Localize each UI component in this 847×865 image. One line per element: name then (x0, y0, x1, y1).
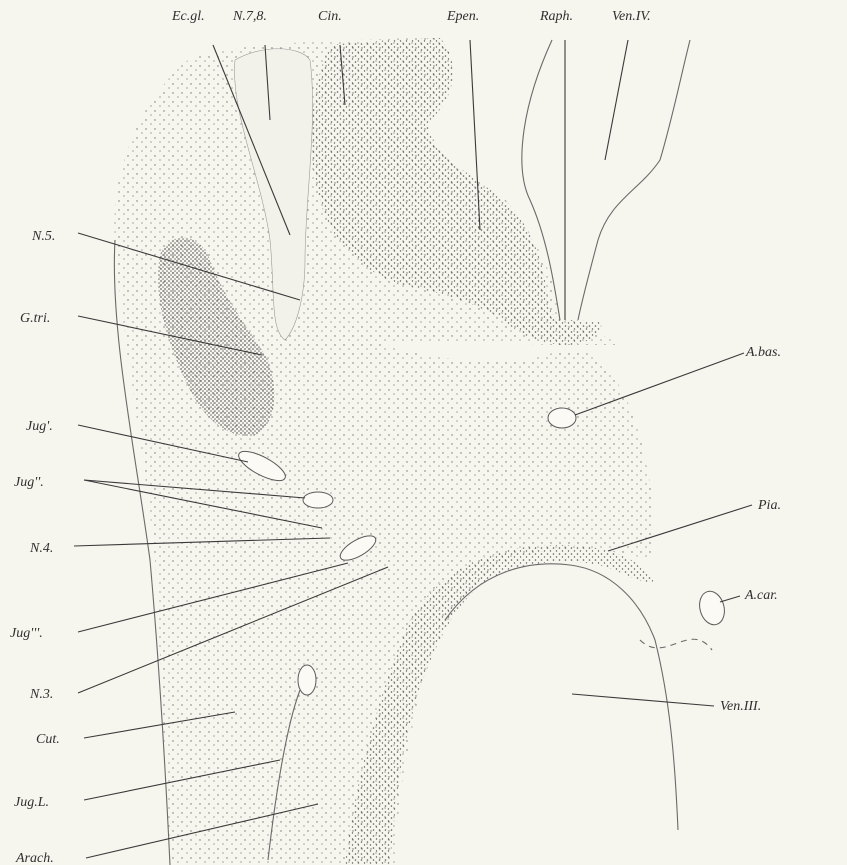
label-n-7-8: N.7,8. (232, 9, 267, 24)
label-cin: Cin. (318, 9, 342, 24)
label-ven-iv: Ven.IV. (612, 9, 651, 24)
label-a-bas: A.bas. (745, 345, 781, 360)
label-jug-1: Jug'. (26, 419, 53, 434)
label-pia: Pia. (757, 498, 781, 513)
label-ven-iii: Ven.III. (720, 699, 761, 714)
carotid-artery (696, 588, 728, 627)
label-arach: Arach. (15, 851, 54, 865)
label-n-5: N.5. (31, 229, 55, 244)
jugular-vein-2 (303, 492, 333, 508)
basilar-artery (548, 408, 576, 428)
label-epen: Epen. (446, 9, 479, 24)
label-cut: Cut. (36, 732, 60, 747)
label-jug-l: Jug.L. (14, 795, 49, 810)
label-jug-3: Jug'''. (10, 626, 43, 641)
label-raph: Raph. (539, 9, 573, 24)
label-n-4: N.4. (29, 541, 53, 556)
label-jug-2: Jug''. (14, 475, 44, 490)
label-ec-gl: Ec.gl. (171, 9, 205, 24)
label-g-tri: G.tri. (20, 311, 50, 326)
label-a-car: A.car. (744, 588, 778, 603)
label-n-3: N.3. (29, 687, 53, 702)
small-vessel (298, 665, 316, 695)
